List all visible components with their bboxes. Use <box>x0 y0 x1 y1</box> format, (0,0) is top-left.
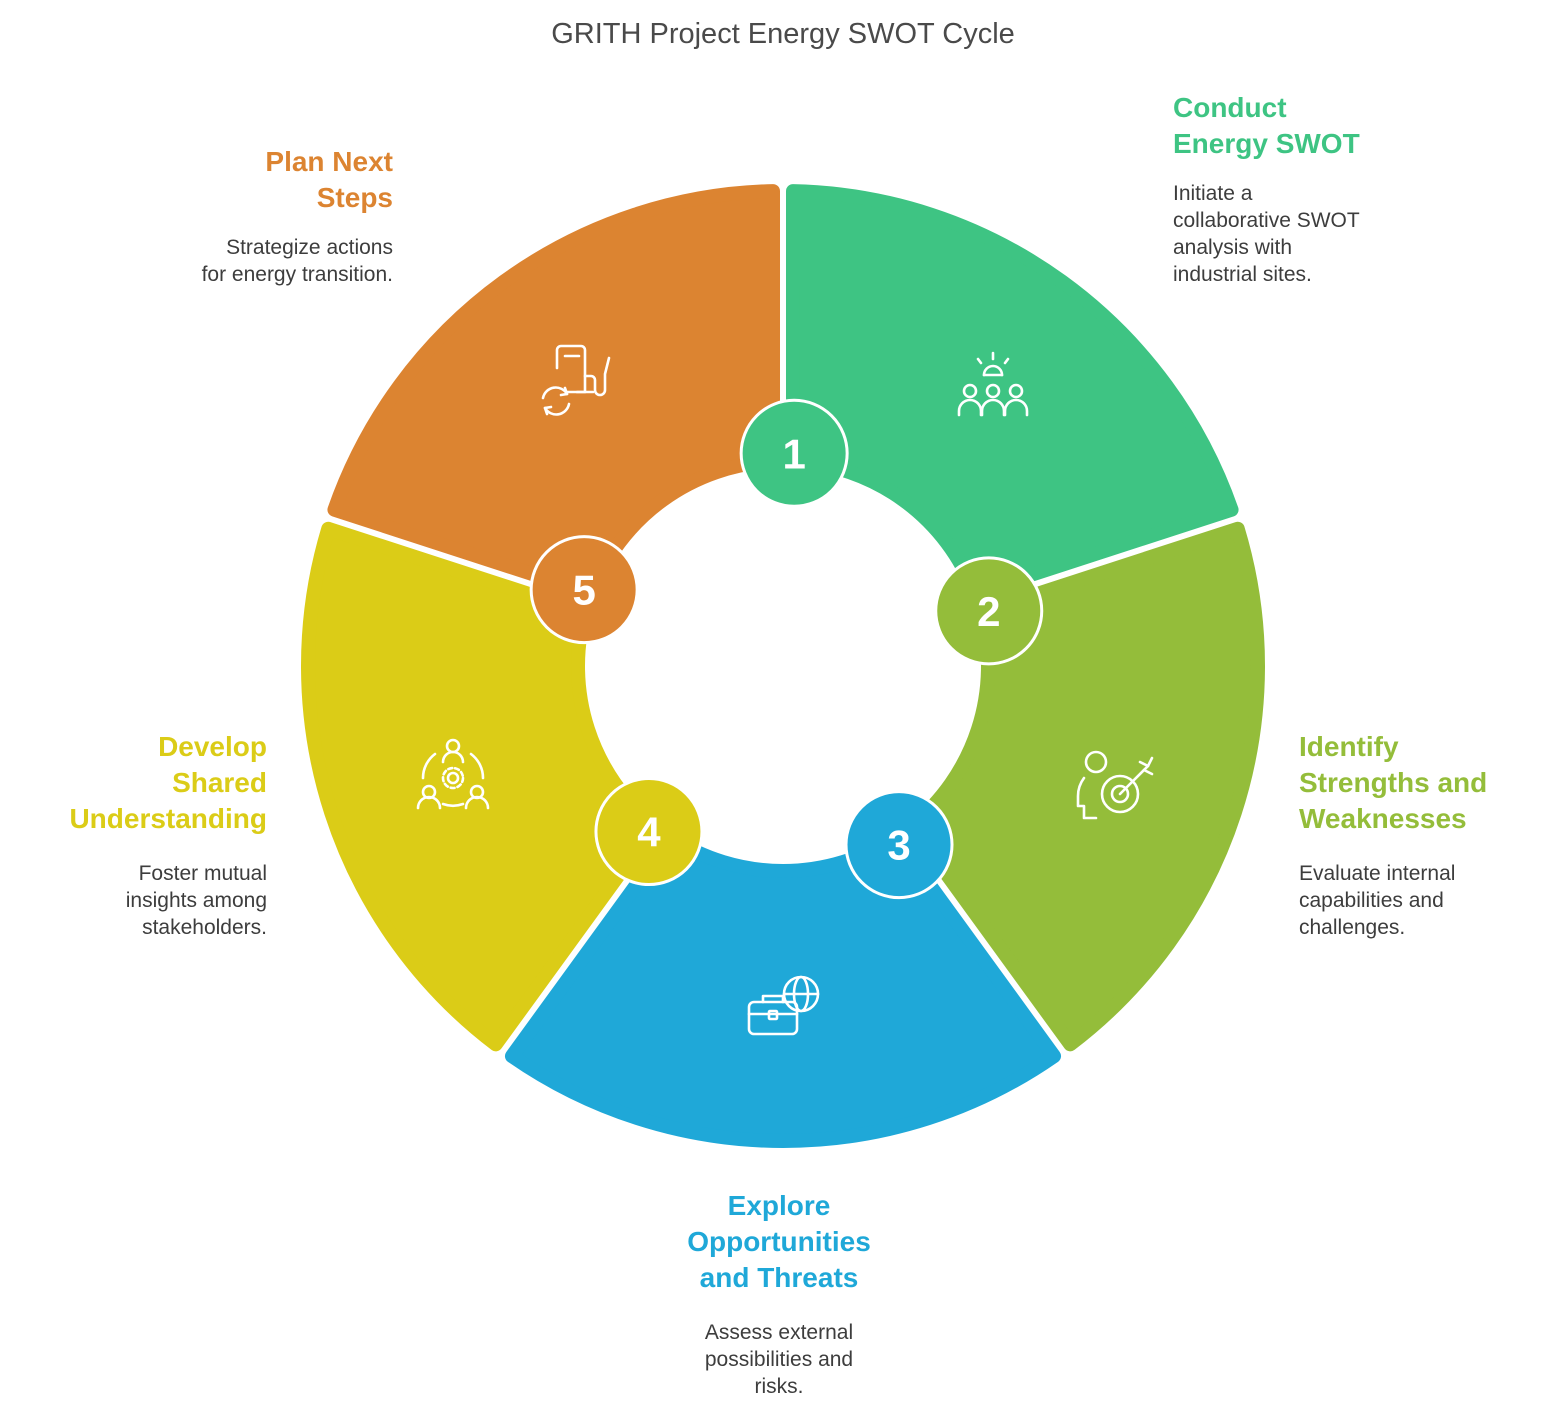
badge-circle <box>594 777 704 887</box>
segment-5 <box>327 184 781 601</box>
step-3-title: Explore Opportunities and Threats <box>687 1190 871 1293</box>
team-collaboration-icon <box>957 351 1029 417</box>
step-4-description: Foster mutual insights among stakeholder… <box>125 862 267 939</box>
fuel-pump-cycle-icon <box>541 344 611 416</box>
step-2-badge: 2 <box>934 556 1044 666</box>
badge-circle <box>529 535 639 645</box>
diagram-title: GRITH Project Energy SWOT Cycle <box>551 18 1015 50</box>
segment-3 <box>504 830 1062 1149</box>
step-5-badge: 5 <box>529 535 639 645</box>
people-network-icon <box>416 738 490 810</box>
step-3-badge: 3 <box>844 790 954 900</box>
step-3-number: 3 <box>887 822 910 869</box>
badge-circle <box>739 398 849 508</box>
step-2-description: Evaluate internal capabilities and chall… <box>1299 862 1456 939</box>
step-4-number: 4 <box>637 809 661 856</box>
step-4-title: Develop Shared Understanding <box>69 731 267 834</box>
step-1-title: Conduct Energy SWOT <box>1173 92 1360 159</box>
briefcase-globe-icon <box>747 975 820 1036</box>
step-3-description: Assess external possibilities and risks. <box>704 1321 854 1398</box>
step-1-description: Initiate a collaborative SWOT analysis w… <box>1173 182 1360 286</box>
badge-circle <box>844 790 954 900</box>
step-1-badge: 1 <box>739 398 849 508</box>
step-5-title: Plan Next Steps <box>265 146 393 213</box>
step-4-badge: 4 <box>594 777 704 887</box>
segment-1 <box>785 184 1239 601</box>
step-1-number: 1 <box>782 430 805 477</box>
step-5-description: Strategize actions for energy transition… <box>201 236 393 286</box>
step-5-number: 5 <box>572 567 595 614</box>
person-target-icon <box>1076 750 1154 820</box>
step-2-number: 2 <box>977 588 1000 635</box>
badge-circle <box>934 556 1044 666</box>
step-2-title: Identify Strengths and Weaknesses <box>1299 731 1488 834</box>
